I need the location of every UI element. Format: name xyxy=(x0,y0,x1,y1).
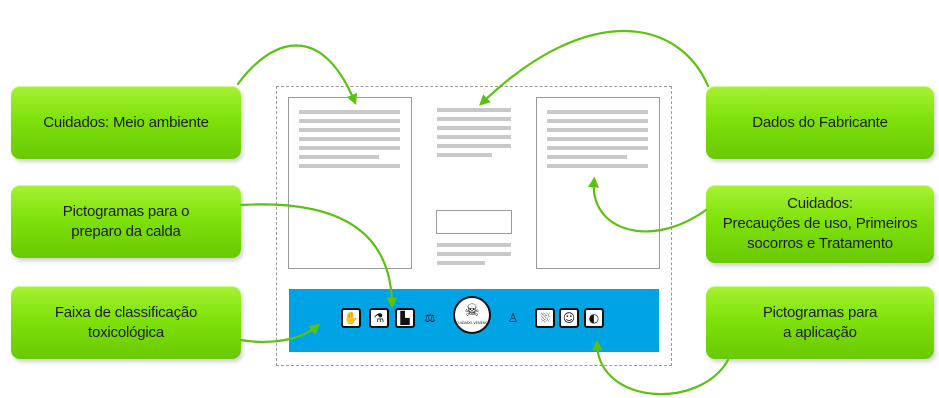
callout-text: Precauções de uso, Primeiros xyxy=(722,215,918,232)
mixing-icon: ⚗ xyxy=(369,308,389,328)
callout-cuidados-precaucoes: Cuidados: Precauções de uso, Primeiros s… xyxy=(706,185,934,263)
center-small-box xyxy=(436,210,512,234)
callout-pictogramas-preparo: Pictogramas para o preparo da calda xyxy=(11,185,241,258)
callout-text: preparo da calda xyxy=(71,222,181,240)
callout-text: a aplicação xyxy=(783,323,857,341)
arrow-faixa xyxy=(239,323,321,343)
face-shield-icon: ◐ xyxy=(584,308,604,328)
callout-text: Pictogramas para o xyxy=(62,202,190,220)
callout-meio-ambiente: Cuidados: Meio ambiente xyxy=(11,86,241,159)
callout-dados-fabricante: Dados do Fabricante xyxy=(706,86,934,159)
callout-text: Cuidados: xyxy=(787,195,853,212)
callout-text: socorros e Tratamento xyxy=(747,235,893,252)
arrow-pictogramas-aplicacao xyxy=(591,339,730,396)
callout-text: Pictogramas para xyxy=(762,303,878,321)
left-text-panel xyxy=(288,97,412,269)
callout-faixa-classificacao: Faixa de classificação toxicológica xyxy=(11,286,241,359)
boots-icon: ▙ xyxy=(395,308,415,328)
arrow-dados-fabricante xyxy=(479,29,710,106)
callout-pictogramas-aplicacao: Pictogramas para a aplicação xyxy=(706,286,934,359)
gloves-icon: ✋ xyxy=(341,308,361,328)
sprayer-icon: ⛆ xyxy=(535,308,555,328)
callout-text: Faixa de classificação xyxy=(54,303,198,321)
skull-crossbones-icon: ☠ CUIDADO VENENO xyxy=(453,296,491,334)
callout-text: Dados do Fabricante xyxy=(752,113,888,131)
skull-caption: CUIDADO VENENO xyxy=(455,321,489,325)
callout-text: Cuidados: Meio ambiente xyxy=(43,113,209,131)
arrow-meio-ambiente xyxy=(236,44,357,106)
arrow-cuidados-precaucoes xyxy=(588,176,708,233)
mask-icon: ☺ xyxy=(559,308,579,328)
protective-suit-icon: ♙ xyxy=(507,311,519,325)
callout-text: toxicológica xyxy=(88,323,164,341)
arrow-pictogramas-preparo xyxy=(239,203,398,309)
measuring-icon: ⚖ xyxy=(424,311,436,325)
